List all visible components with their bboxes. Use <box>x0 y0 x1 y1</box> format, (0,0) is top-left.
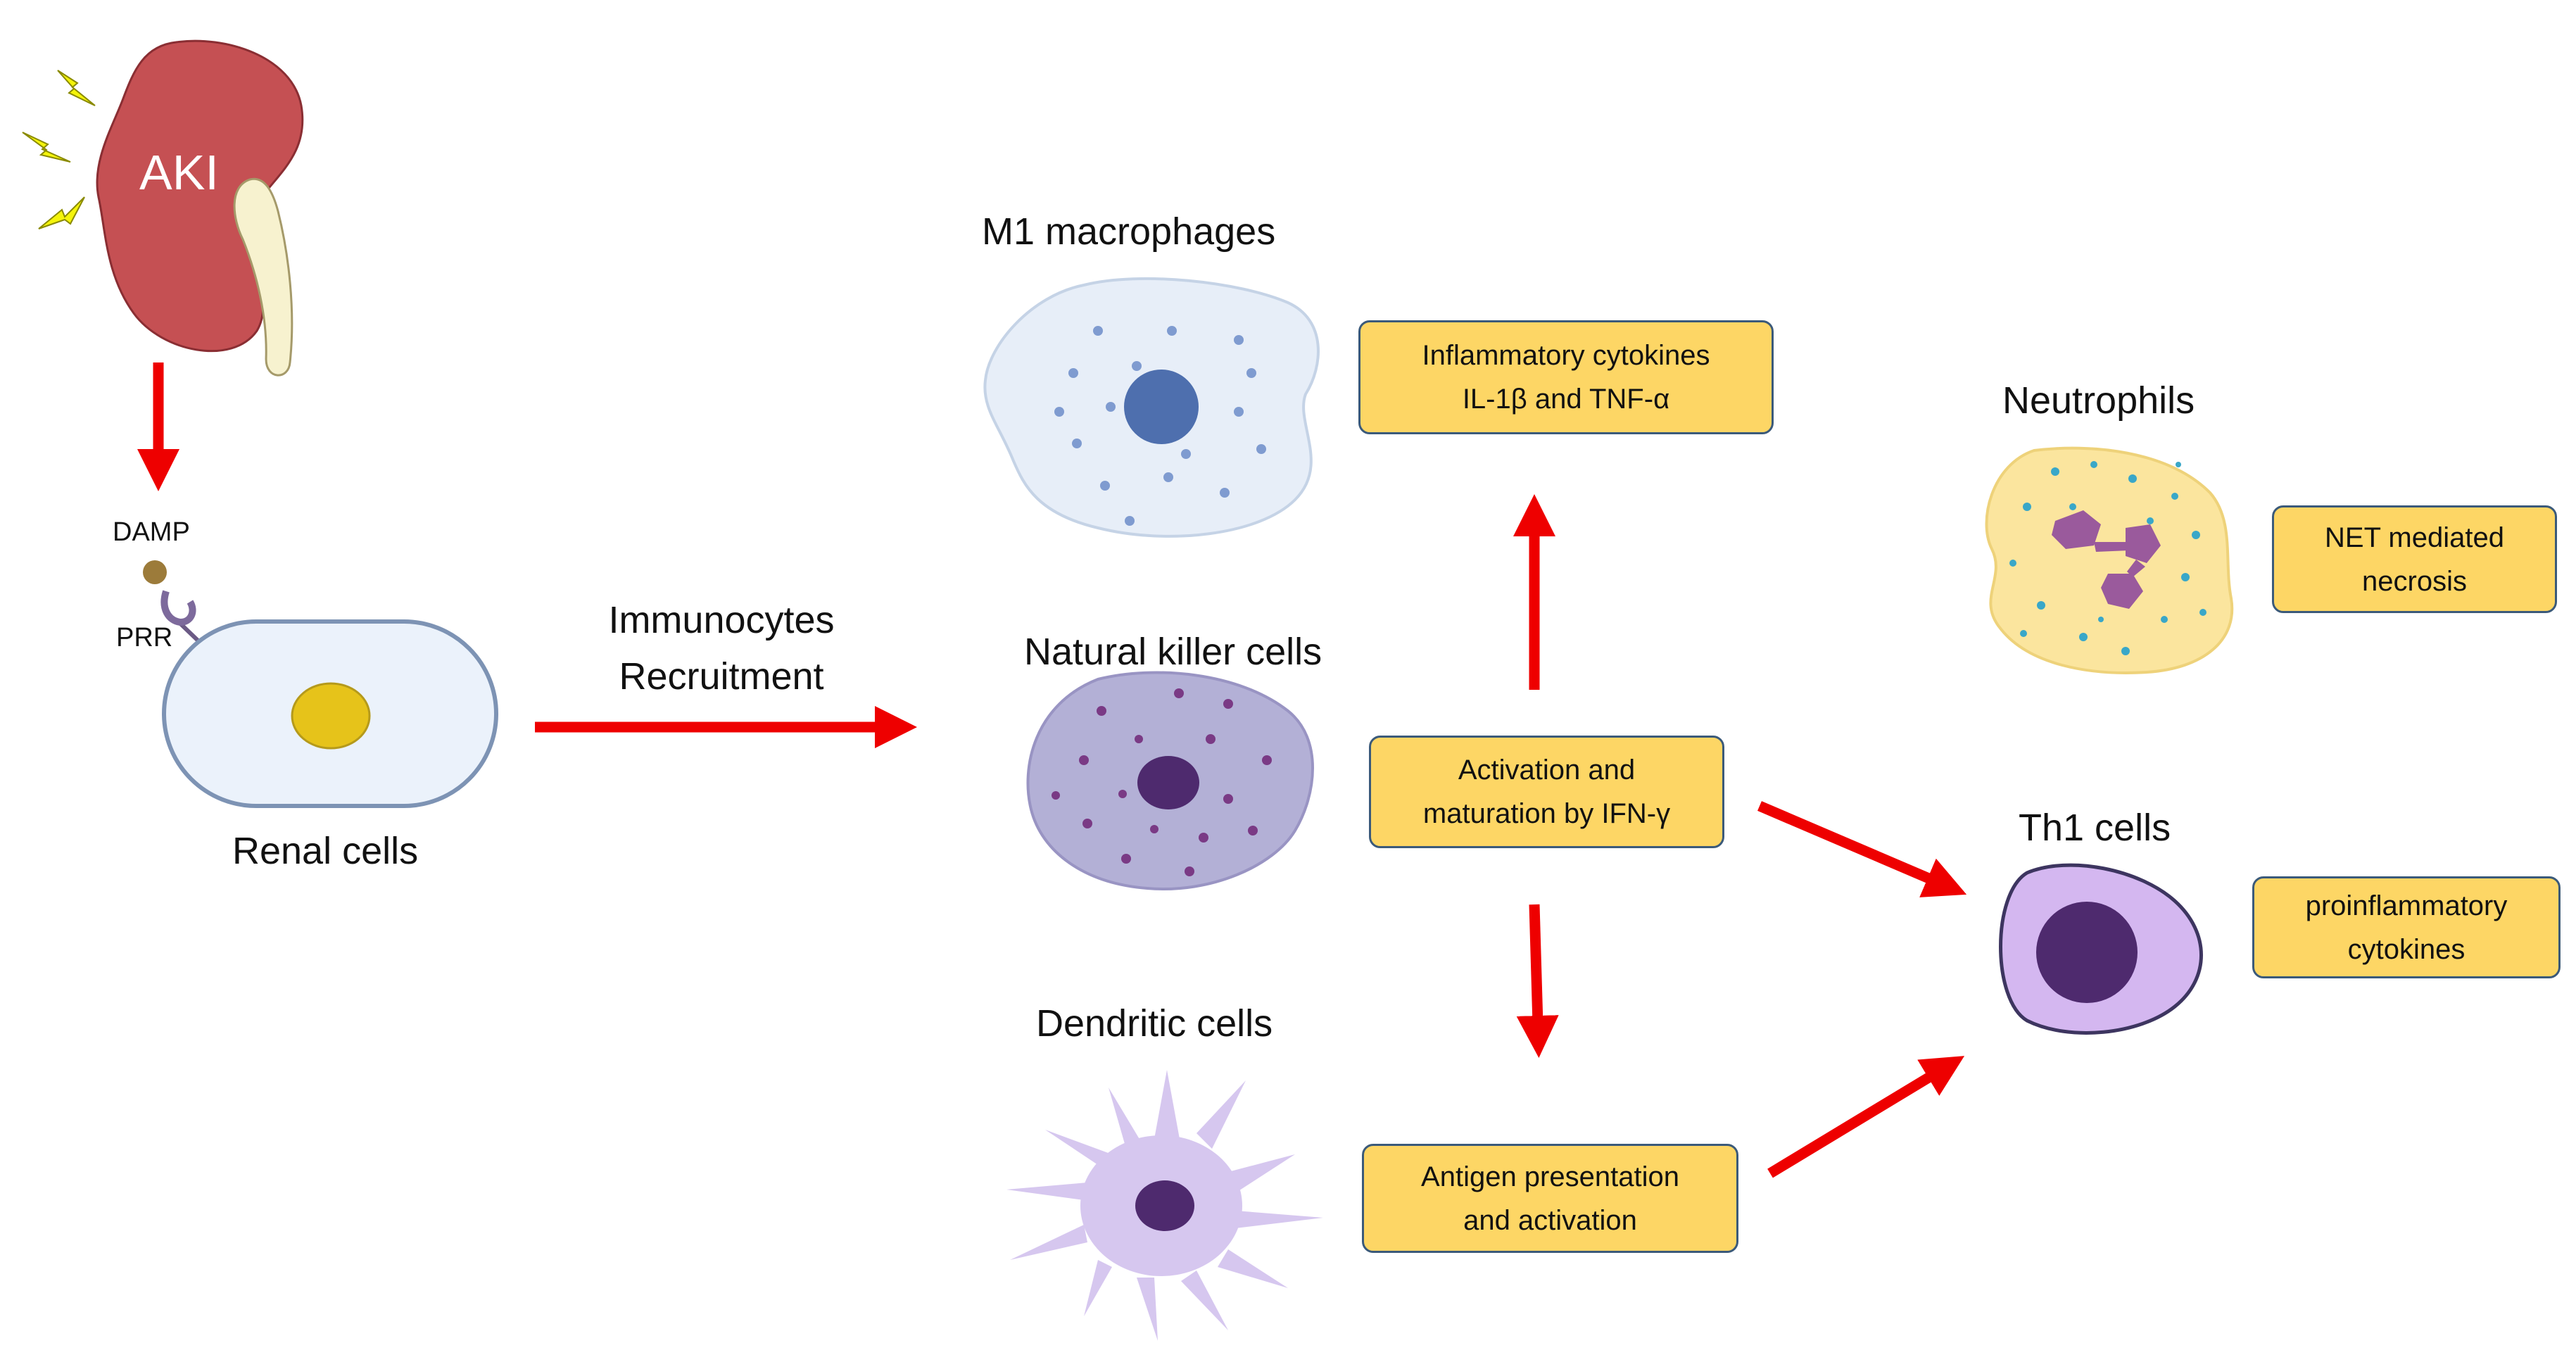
neutrophil-net-box: NET mediated necrosis <box>2272 505 2557 613</box>
neutrophil-box-line2: necrosis <box>2362 565 2467 597</box>
m1-macrophage-illustration <box>983 277 1320 538</box>
th1-cytokines-box: proinflammatory cytokines <box>2252 876 2561 978</box>
prr-label: PRR <box>116 623 173 652</box>
dendritic-spikes <box>1006 1070 1323 1341</box>
renal-cell-illustration <box>143 560 498 808</box>
dendritic-cells-title: Dendritic cells <box>1036 1002 1273 1045</box>
m1-macrophages-title: M1 macrophages <box>982 210 1276 253</box>
damp-label: DAMP <box>113 517 190 547</box>
nk-cell-granules <box>1052 688 1272 876</box>
neutrophil-dots <box>2009 461 2206 655</box>
th1-cell-illustration <box>1999 863 2203 1035</box>
neutrophil-nucleus-lobes <box>2052 510 2161 609</box>
kidney-illustration <box>22 39 304 377</box>
nk-cell-illustration <box>1026 671 1314 890</box>
macrophage-granules <box>1054 326 1266 526</box>
th1-box-line2: cytokines <box>2347 933 2465 965</box>
th1-cell-nucleus <box>2036 902 2138 1003</box>
dc-box-line1: Antigen presentation <box>1421 1161 1679 1192</box>
renal-cell-nucleus <box>291 682 371 750</box>
th1-box-line1: proinflammatory <box>2305 890 2508 921</box>
dc-antigen-box: Antigen presentation and activation <box>1362 1144 1738 1253</box>
nk-cells-title: Natural killer cells <box>1024 631 1322 673</box>
nk-box-line1: Activation and <box>1458 755 1636 786</box>
ureter-shape <box>233 177 293 377</box>
nk-cell-nucleus <box>1137 756 1199 809</box>
arrow-activation-to-th1 <box>1757 801 1967 897</box>
neutrophil-box-line1: NET mediated <box>2325 522 2504 553</box>
renal-cells-label: Renal cells <box>232 830 419 872</box>
lightning-icon <box>22 70 96 229</box>
macrophage-nucleus <box>1124 370 1199 444</box>
neutrophil-illustration <box>1985 446 2234 674</box>
prr-receptor-shape <box>160 590 196 626</box>
arrow-antigen-to-th1 <box>1767 1056 1965 1178</box>
nk-activation-box: Activation and maturation by IFN-γ <box>1369 736 1724 848</box>
dc-box-line2: and activation <box>1463 1204 1637 1236</box>
dendritic-cell-nucleus <box>1135 1180 1194 1231</box>
neutrophils-title: Neutrophils <box>2002 379 2195 422</box>
recruitment-label-line2: Recruitment <box>619 655 824 698</box>
kidney-body-shape <box>96 39 304 353</box>
damp-molecule <box>143 560 167 584</box>
nk-box-line2: maturation by IFN-γ <box>1422 798 1671 829</box>
arrows <box>137 362 1967 1178</box>
arrow-activation-to-dc <box>1516 904 1559 1058</box>
aki-label: AKI <box>139 145 219 200</box>
m1-box-line2: IL-1β and TNF-α <box>1462 384 1670 415</box>
m1-box-line1: Inflammatory cytokines <box>1422 340 1710 371</box>
dendritic-cell-illustration <box>1006 1070 1323 1341</box>
th1-cells-title: Th1 cells <box>2019 807 2171 849</box>
neutrophil-body-shape <box>1985 446 2234 674</box>
recruitment-label-line1: Immunocytes <box>608 599 835 641</box>
